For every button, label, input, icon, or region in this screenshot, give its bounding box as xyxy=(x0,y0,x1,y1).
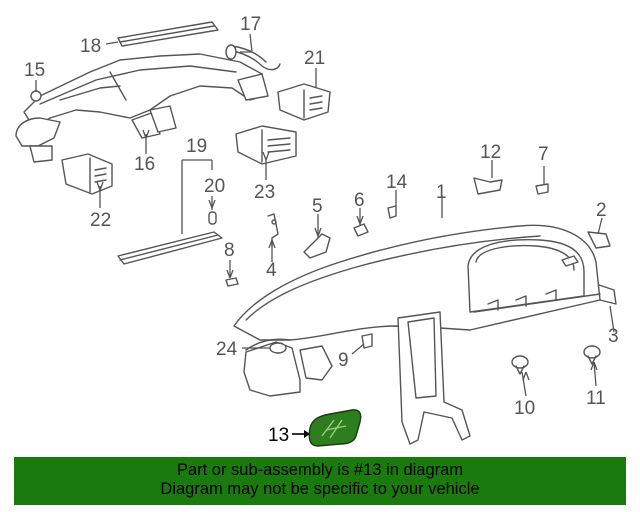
callout-24: 24 xyxy=(216,339,238,360)
callout-15: 15 xyxy=(24,60,45,81)
part-16-heater-duct xyxy=(15,53,269,163)
part-12-bracket xyxy=(473,177,503,195)
banner-line-2: Diagram may not be specific to your vehi… xyxy=(160,480,480,498)
callout-18: 18 xyxy=(80,36,101,57)
callout-8: 8 xyxy=(224,240,235,261)
banner-line-1: Part or sub-assembly is #13 in diagram xyxy=(176,461,464,479)
part-1-instrument-panel xyxy=(233,224,601,445)
part-14-clip xyxy=(387,205,397,219)
part-11-fastener xyxy=(583,345,601,365)
part-21-side-vent xyxy=(277,83,331,121)
part-19-garnish xyxy=(117,231,223,265)
callout-16: 16 xyxy=(134,154,155,175)
part-15-cap xyxy=(30,90,42,102)
leader-lines xyxy=(35,33,615,438)
part-10-fastener xyxy=(511,355,529,375)
part-6-bolt xyxy=(353,223,369,237)
callout-5: 5 xyxy=(312,196,323,217)
callout-19: 19 xyxy=(186,136,207,157)
part-7-clip xyxy=(535,183,549,195)
part-22-vent xyxy=(61,153,113,195)
callout-7: 7 xyxy=(538,144,549,165)
part-9-clip xyxy=(361,333,373,349)
callout-13: 13 xyxy=(268,425,289,446)
part-13-highlighted[interactable] xyxy=(308,409,362,447)
callout-2: 2 xyxy=(596,200,607,221)
part-2-bracket xyxy=(587,231,611,249)
part-23-center-vent xyxy=(235,125,297,165)
part-20-clip xyxy=(208,211,217,225)
info-banner: Part or sub-assembly is #13 in diagram D… xyxy=(14,457,626,505)
callout-1: 1 xyxy=(436,182,447,203)
callout-14: 14 xyxy=(386,172,408,193)
callout-23: 23 xyxy=(254,182,275,203)
callout-6: 6 xyxy=(354,190,365,211)
part-18-duct-strip xyxy=(117,21,219,47)
callout-22: 22 xyxy=(90,210,111,231)
part-8-clip xyxy=(225,277,239,287)
callout-4: 4 xyxy=(266,260,277,281)
part-5-bracket xyxy=(303,233,331,259)
callout-10: 10 xyxy=(514,398,535,419)
callout-21: 21 xyxy=(304,48,325,69)
callout-20: 20 xyxy=(204,176,225,197)
part-17-hose xyxy=(225,44,281,71)
part-24-lower-vent xyxy=(243,341,301,397)
callout-numbers: 1 2 3 4 5 6 7 8 9 10 11 12 13 14 15 16 1… xyxy=(24,14,619,446)
callout-9: 9 xyxy=(338,350,349,371)
callout-11: 11 xyxy=(586,388,606,409)
callout-17: 17 xyxy=(240,14,261,35)
callout-12: 12 xyxy=(480,142,501,163)
callout-3: 3 xyxy=(608,326,619,347)
